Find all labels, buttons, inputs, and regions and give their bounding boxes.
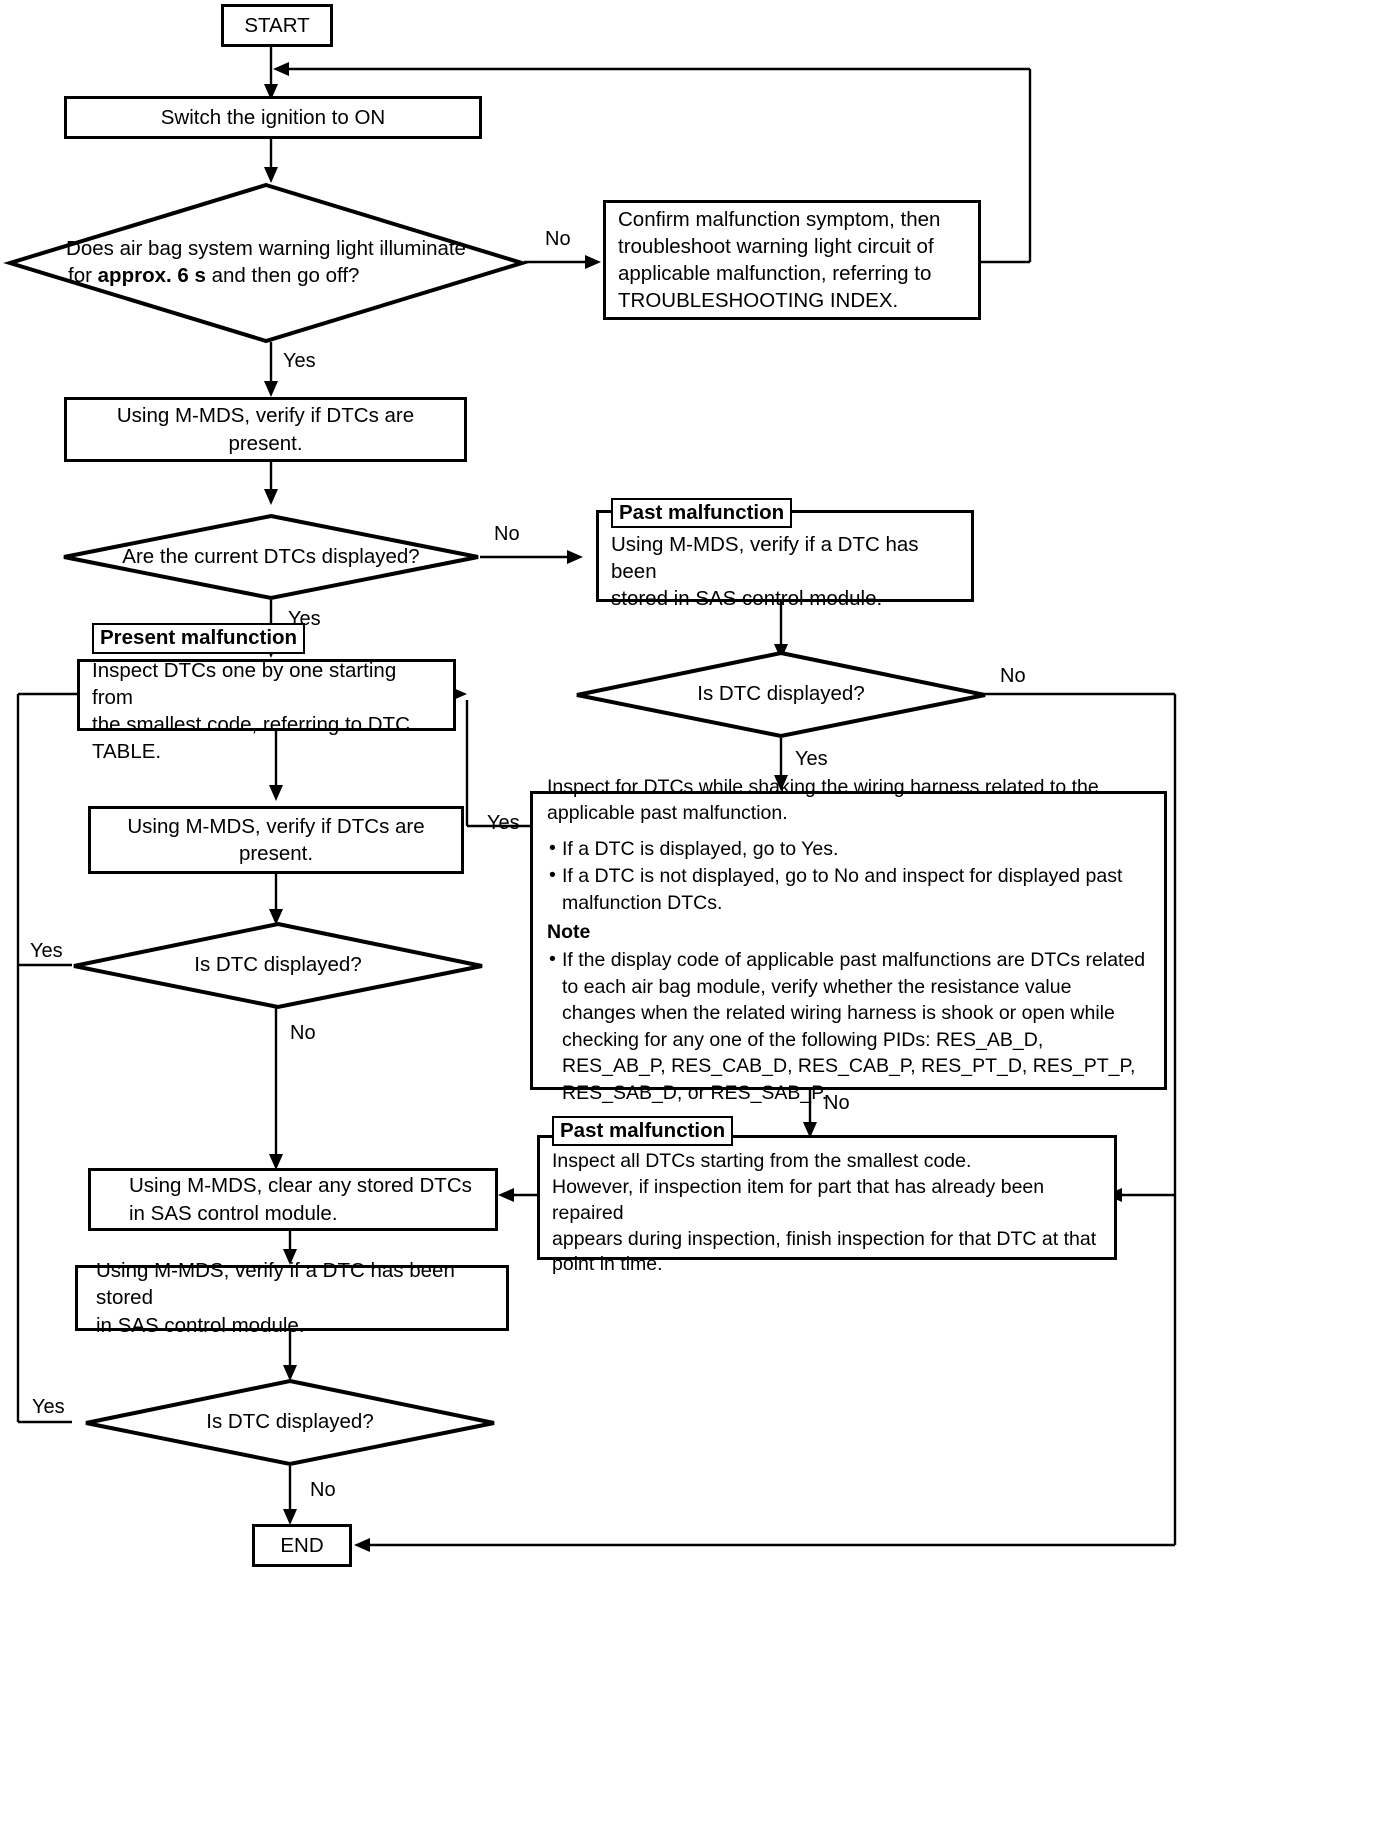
shake-harness-bullets: If a DTC is displayed, go to Yes. If a D… [547,835,1150,918]
verify-dtcs-label: Using M-MDS, verify if DTCs are present. [116,404,415,455]
present-malfunction-line-1: Inspect DTCs one by one starting from [92,658,397,709]
node-switch-ignition[interactable]: Switch the ignition to ON [64,96,482,139]
past-malfunction-1-line-2: stored in SAS control module. [611,587,883,611]
edge-label-current-dtcs-no: No [494,523,520,545]
edge-label-dtc3-no: No [310,1479,336,1501]
past-malfunction-2-line-2: However, if inspection item for part tha… [552,1176,1045,1224]
verify-dtcs-2-label: Using M-MDS, verify if DTCs are present. [127,814,425,865]
edge-label-current-dtcs-yes: Yes [288,608,321,630]
confirm-symptom-line-1: Confirm malfunction symptom, then [618,207,941,231]
confirm-symptom-line-3: applicable malfunction, referring to [618,262,932,285]
present-malfunction-line-2: the smallest code, referring to DTC TABL… [92,712,410,763]
node-past-malfunction-2[interactable]: Past malfunction Inspect all DTCs starti… [537,1115,1117,1275]
present-malfunction-tag: Present malfunction [92,623,306,654]
shake-harness-note-bullets: If the display code of applicable past m… [547,946,1150,1107]
clear-dtcs-line-2: in SAS control module. [129,1201,338,1225]
node-current-dtcs-question[interactable]: Are the current DTCs displayed? [62,513,480,601]
past-malfunction-1-tag: Past malfunction [611,497,793,529]
shake-harness-bullet-2: If a DTC is not displayed, go to No and … [547,862,1150,916]
past-malfunction-2-line-4: point in time. [552,1253,663,1276]
shake-harness-note-bullet-1: If the display code of applicable past m… [547,946,1150,1106]
edge-label-shake-yes: Yes [487,812,520,834]
node-verify-dtcs[interactable]: Using M-MDS, verify if DTCs are present. [64,397,467,462]
past-malfunction-2-line-1: Inspect all DTCs starting from the small… [552,1150,972,1173]
node-end-label: END [280,1533,324,1557]
node-confirm-symptom[interactable]: Confirm malfunction symptom, then troubl… [603,200,981,320]
node-present-malfunction[interactable]: Present malfunction Inspect DTCs one by … [77,623,456,763]
edge-label-warning-yes: Yes [283,350,316,372]
node-end[interactable]: END [252,1524,352,1567]
past-malfunction-1-line-1: Using M-MDS, verify if a DTC has been [611,533,919,584]
node-shake-harness[interactable]: Inspect for DTCs while shaking the wirin… [530,776,1167,1104]
node-switch-ignition-label: Switch the ignition to ON [160,105,386,129]
verify-stored-line-2: in SAS control module. [96,1313,305,1337]
node-verify-dtcs-2[interactable]: Using M-MDS, verify if DTCs are present. [88,806,464,874]
edge-label-dtc1-no: No [1000,665,1026,687]
edge-label-dtc1-yes: Yes [795,748,828,770]
node-start-label: START [244,13,310,37]
node-clear-dtcs[interactable]: Using M-MDS, clear any stored DTCs in SA… [88,1168,498,1231]
node-warning-light-question[interactable]: Does air bag system warning light illumi… [3,182,529,344]
node-is-dtc-displayed-3[interactable]: Is DTC displayed? [84,1378,496,1467]
shake-harness-note-heading: Note [547,921,591,944]
past-malfunction-2-line-3: appears during inspection, finish inspec… [552,1227,1097,1250]
shake-harness-bullet-1: If a DTC is displayed, go to Yes. [547,835,1150,863]
edge-label-dtc2-no: No [290,1022,316,1044]
node-is-dtc-displayed-2[interactable]: Is DTC displayed? [72,921,484,1010]
confirm-symptom-line-2: troubleshoot warning light circuit of [618,234,934,258]
edge-label-warning-no: No [545,228,571,250]
edge-label-shake-no: No [824,1092,850,1114]
verify-stored-line-1: Using M-MDS, verify if a DTC has been st… [96,1259,455,1310]
edge-label-dtc2-yes: Yes [30,940,63,962]
past-malfunction-2-tag: Past malfunction [552,1115,734,1147]
confirm-symptom-line-4: TROUBLESHOOTING INDEX. [618,289,899,313]
shake-harness-intro-1: Inspect for DTCs while shaking the wirin… [547,775,1099,798]
node-start[interactable]: START [221,4,333,47]
node-verify-stored[interactable]: Using M-MDS, verify if a DTC has been st… [75,1259,509,1337]
node-is-dtc-displayed-1[interactable]: Is DTC displayed? [575,650,987,739]
edge-label-dtc3-yes: Yes [32,1396,65,1418]
node-past-malfunction-1[interactable]: Past malfunction Using M-MDS, verify if … [596,497,974,610]
shake-harness-intro-2: applicable past malfunction. [547,802,788,825]
clear-dtcs-line-1: Using M-MDS, clear any stored DTCs [129,1174,472,1198]
